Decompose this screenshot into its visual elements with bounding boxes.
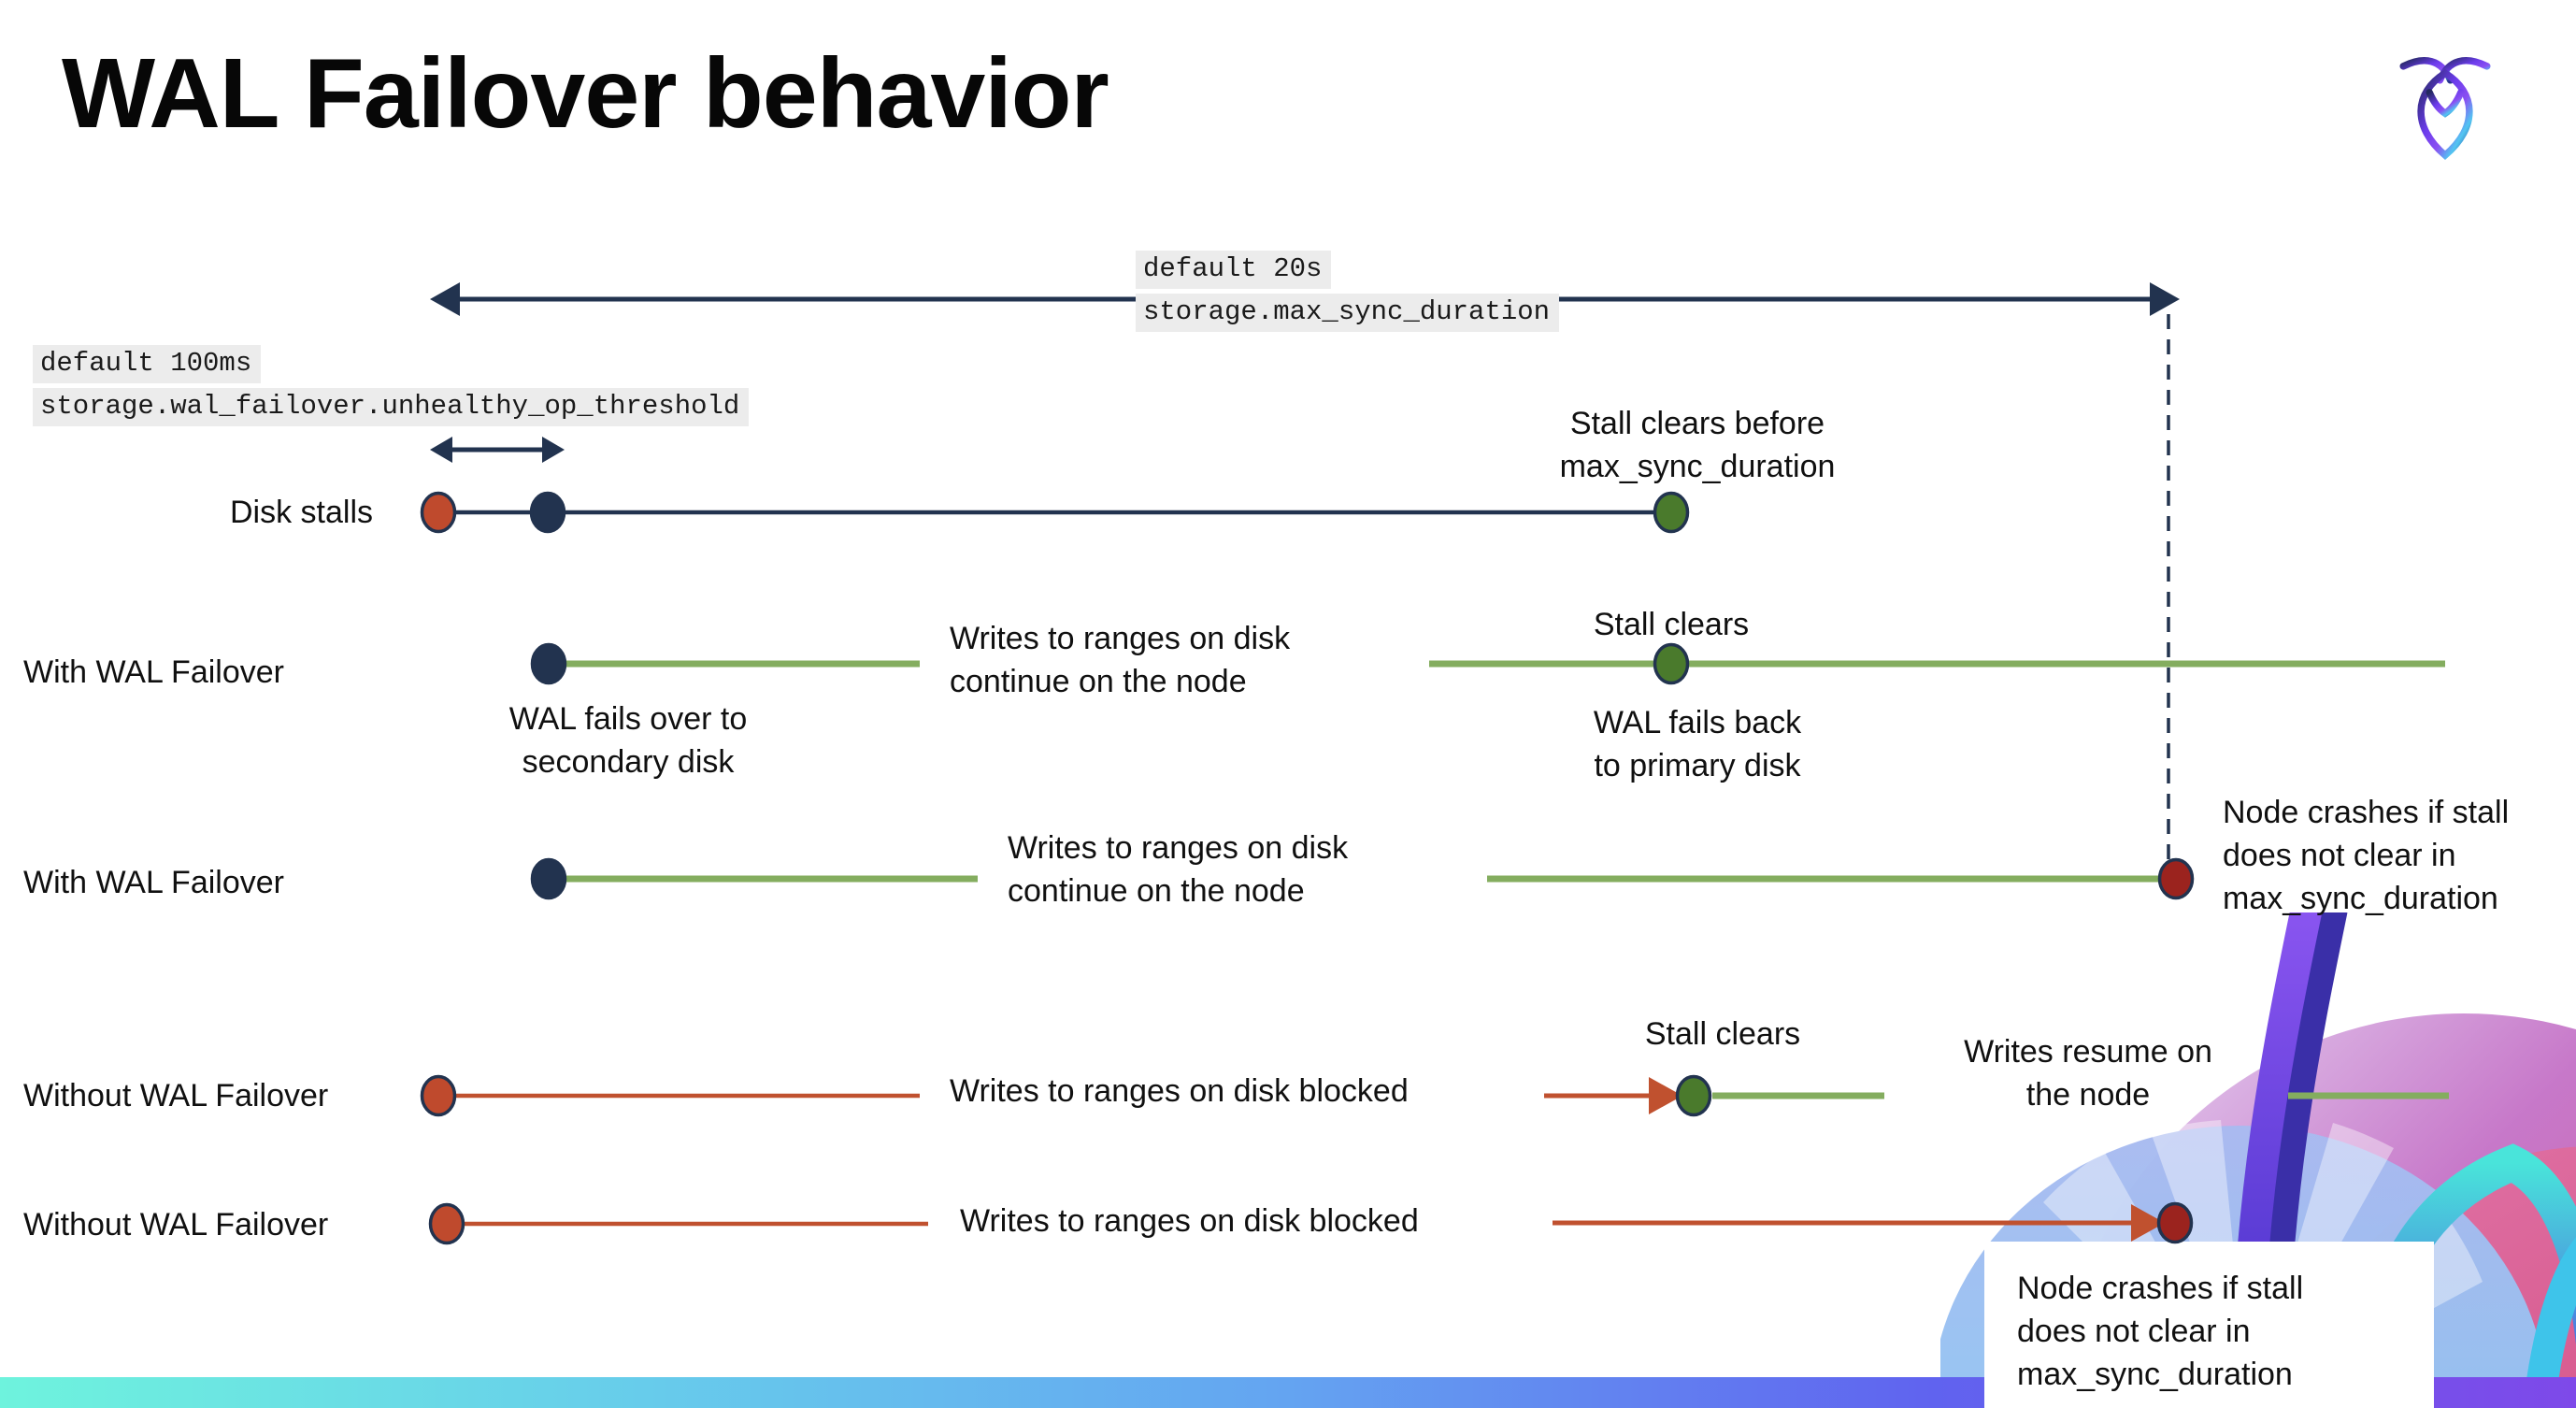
row1-threshold-dot xyxy=(529,491,566,534)
row4-writes-resume-note: Writes resume on the node xyxy=(1964,1034,2212,1113)
row4-stall-clears-note: Stall clears xyxy=(1644,1016,1801,1052)
watermark-cyan-arch-right xyxy=(2523,1236,2576,1408)
row1-stall-clears-dot xyxy=(1653,491,1690,534)
row4-lines xyxy=(438,1077,2449,1114)
row2-failover-dot xyxy=(530,642,567,685)
row2-stall-clears-note: Stall clears xyxy=(1593,607,1750,642)
max-sync-duration-label: default 20s storage.max_sync_duration xyxy=(1136,251,1560,332)
row2-writes-continue-note: Writes to ranges on disk continue on the… xyxy=(950,621,1291,699)
unhealthy-op-threshold-label: default 100ms storage.wal_failover.unhea… xyxy=(33,345,750,426)
row5-label: Without WAL Failover xyxy=(23,1207,329,1243)
row1-stall-start-dot xyxy=(420,491,457,534)
row2-label: With WAL Failover xyxy=(23,654,284,690)
row2-fails-over-note: WAL fails over to secondary disk xyxy=(508,701,748,780)
row3-node-crashes-note: Node crashes if stall does not clear in … xyxy=(2223,795,2510,916)
row2-stall-clears-dot xyxy=(1653,642,1690,685)
node-crash-callout-box xyxy=(1984,1242,2434,1408)
row4-stall-clears-dot xyxy=(1675,1074,1712,1117)
row3-crash-dot xyxy=(2157,857,2195,900)
row3-failover-dot xyxy=(530,857,567,900)
row3-label: With WAL Failover xyxy=(23,865,284,900)
row4-writes-blocked-note: Writes to ranges on disk blocked xyxy=(950,1073,1409,1109)
unhealthy-default-value: default 100ms xyxy=(33,345,262,383)
unhealthy-setting-name: storage.wal_failover.unhealthy_op_thresh… xyxy=(33,387,750,426)
cockroachdb-logo-icon xyxy=(2399,57,2491,160)
row5-red-arrowhead xyxy=(2131,1204,2165,1242)
row1-stall-clears-note: Stall clears before max_sync_duration xyxy=(1559,406,1836,484)
row5-stall-start-dot xyxy=(428,1202,465,1245)
row1-label: Disk stalls xyxy=(230,495,374,530)
logo-body xyxy=(2417,68,2473,160)
row5-writes-blocked-note: Writes to ranges on disk blocked xyxy=(960,1203,1419,1239)
event-dots xyxy=(420,491,2195,1245)
row5-node-crashes-note: Node crashes if stall does not clear in … xyxy=(2017,1271,2304,1392)
max-sync-setting-name: storage.max_sync_duration xyxy=(1136,293,1560,332)
row5-lines xyxy=(447,1204,2165,1242)
row4-red-arrowhead xyxy=(1649,1077,1682,1114)
page-title: WAL Failover behavior xyxy=(62,38,1109,149)
row4-stall-start-dot xyxy=(420,1074,457,1117)
row3-writes-continue-note: Writes to ranges on disk continue on the… xyxy=(1008,830,1349,909)
row2-fails-back-note: WAL fails back to primary disk xyxy=(1593,705,1802,783)
max-sync-default-value: default 20s xyxy=(1136,251,1332,289)
row5-crash-dot xyxy=(2156,1201,2194,1244)
row4-label: Without WAL Failover xyxy=(23,1078,329,1113)
unhealthy-op-threshold-span-arrow xyxy=(430,437,565,463)
